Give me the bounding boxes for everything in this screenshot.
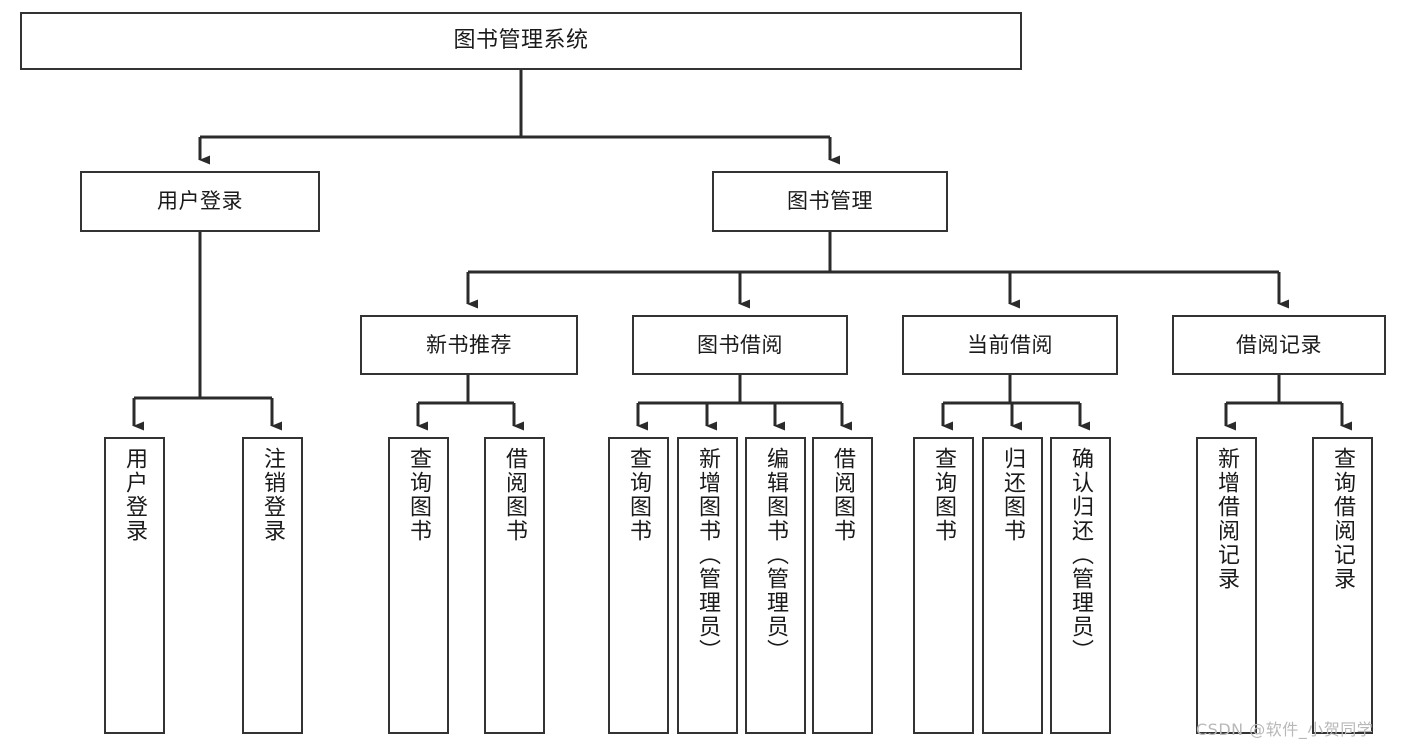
node-book-borrow-label: 图书借阅 [697,332,783,357]
node-leaf-confirm-return-label: 确认归还（管理员） [1068,447,1094,663]
node-leaf-query-book-rec-label: 查询图书 [406,447,432,543]
node-user-login[interactable]: 用户登录 [80,171,320,232]
node-leaf-edit-book-label: 编辑图书（管理员） [763,447,789,663]
node-borrow-record[interactable]: 借阅记录 [1172,315,1386,375]
node-leaf-query-book-rec[interactable]: 查询图书 [388,437,449,734]
node-leaf-borrow-book[interactable]: 借阅图书 [812,437,873,734]
node-leaf-add-book[interactable]: 新增图书（管理员） [677,437,738,734]
node-leaf-query-book-cur-label: 查询图书 [931,447,957,543]
node-leaf-logout[interactable]: 注销登录 [242,437,303,734]
node-book-borrow[interactable]: 图书借阅 [632,315,848,375]
node-root[interactable]: 图书管理系统 [20,12,1022,70]
csdn-watermark: CSDN @软件_小贺同学 [1196,720,1374,739]
node-leaf-query-book-borrow-label: 查询图书 [626,447,652,543]
node-current-borrow-label: 当前借阅 [967,332,1053,357]
node-user-login-label: 用户登录 [157,189,243,214]
node-leaf-user-login[interactable]: 用户登录 [104,437,165,734]
node-book-manage-label: 图书管理 [787,189,873,214]
node-leaf-borrow-book-label: 借阅图书 [830,447,856,543]
node-new-book-recommend[interactable]: 新书推荐 [360,315,578,375]
node-leaf-logout-label: 注销登录 [260,447,286,543]
node-borrow-record-label: 借阅记录 [1236,332,1322,357]
node-current-borrow[interactable]: 当前借阅 [902,315,1118,375]
node-leaf-edit-book[interactable]: 编辑图书（管理员） [745,437,806,734]
node-leaf-return-book-label: 归还图书 [1000,447,1026,543]
node-leaf-query-book-cur[interactable]: 查询图书 [913,437,974,734]
node-leaf-user-login-label: 用户登录 [122,447,148,543]
node-leaf-query-book-borrow[interactable]: 查询图书 [608,437,669,734]
node-leaf-query-record[interactable]: 查询借阅记录 [1312,437,1373,734]
node-leaf-add-record[interactable]: 新增借阅记录 [1196,437,1257,734]
node-new-book-recommend-label: 新书推荐 [426,332,512,357]
node-leaf-borrow-book-rec-label: 借阅图书 [502,447,528,543]
node-leaf-borrow-book-rec[interactable]: 借阅图书 [484,437,545,734]
node-root-label: 图书管理系统 [453,28,589,54]
node-leaf-return-book[interactable]: 归还图书 [982,437,1043,734]
node-leaf-add-book-label: 新增图书（管理员） [695,447,721,663]
node-leaf-confirm-return[interactable]: 确认归还（管理员） [1050,437,1111,734]
node-leaf-query-record-label: 查询借阅记录 [1330,447,1356,591]
node-book-manage[interactable]: 图书管理 [712,171,948,232]
node-leaf-add-record-label: 新增借阅记录 [1214,447,1240,591]
